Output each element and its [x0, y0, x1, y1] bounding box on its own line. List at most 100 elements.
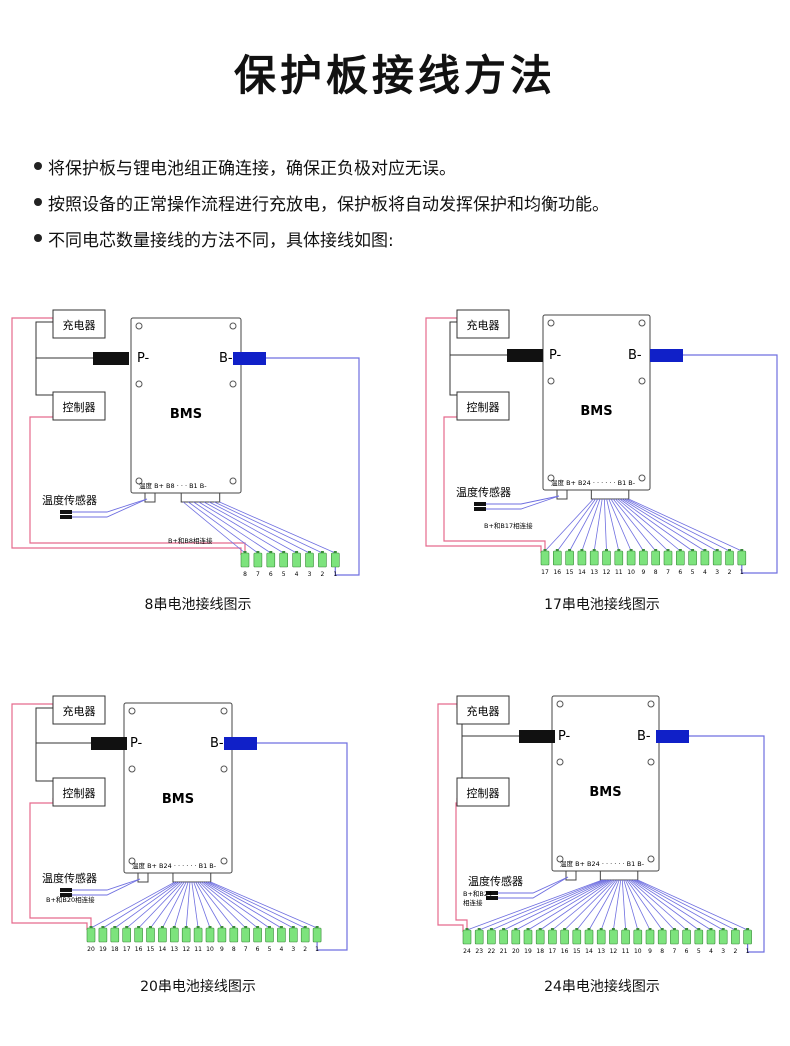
- balance-wire: [195, 881, 223, 929]
- mounting-hole-icon: [647, 758, 655, 766]
- balance-wire: [569, 498, 599, 552]
- battery-cell-terminal-icon: [89, 926, 93, 928]
- battery-cell: [670, 929, 679, 945]
- mounting-hole-icon: [556, 758, 564, 766]
- balance-wire: [191, 881, 199, 929]
- temp-sensor-probe-icon: [486, 891, 498, 895]
- temp-sensor-label: 温度传感器: [42, 871, 97, 885]
- balance-wire: [588, 879, 619, 931]
- cell-number: 5: [697, 948, 701, 955]
- cell-number: 20: [512, 948, 520, 955]
- balance-wire: [198, 501, 284, 554]
- battery-cell-terminal-icon: [697, 928, 701, 930]
- bms-board: [123, 702, 233, 874]
- battery-cell-terminal-icon: [208, 926, 212, 928]
- balance-wire: [626, 498, 730, 552]
- cell-number: 8: [232, 946, 236, 953]
- battery-cell: [688, 550, 697, 566]
- balance-wire: [539, 879, 612, 931]
- battery-cell: [645, 929, 655, 945]
- temp-connector: [144, 492, 156, 503]
- blue-b-minus-wire: [680, 354, 778, 574]
- cell-number: 15: [566, 569, 574, 576]
- balance-wire: [208, 881, 306, 929]
- port-label: 温度 B+ B8 · · · B1 B-: [139, 481, 207, 490]
- balance-wire: [613, 879, 622, 931]
- mounting-hole-icon: [556, 700, 564, 708]
- cell-number: 5: [691, 569, 695, 576]
- battery-cell: [217, 927, 227, 943]
- balance-wire: [610, 498, 644, 552]
- bms-label: BMS: [170, 407, 202, 422]
- mounting-hole-icon: [638, 319, 646, 327]
- cell-number: 5: [268, 946, 272, 953]
- battery-cell: [330, 552, 340, 568]
- temp-sensor-probe-icon: [486, 896, 498, 900]
- b-minus-label: B-: [210, 736, 224, 751]
- battery-cell: [540, 550, 550, 566]
- battery-cell-terminal-icon: [184, 926, 188, 928]
- black-p-wire: [449, 321, 507, 356]
- temp-sensor-wire: [70, 498, 148, 513]
- balance-wire: [185, 881, 191, 929]
- battery-cell: [241, 927, 250, 943]
- battery-cell: [682, 929, 691, 945]
- instruction-text: 不同电芯数量接线的方法不同，具体接线如图:: [48, 230, 394, 251]
- cell-number: 2: [303, 946, 307, 953]
- black-controller-wire: [457, 736, 463, 782]
- battery-cell: [487, 929, 496, 945]
- balance-wire: [126, 881, 181, 929]
- cell-number: 16: [561, 948, 569, 955]
- balance-wire: [188, 501, 259, 554]
- battery-cell-terminal-icon: [685, 928, 689, 930]
- bms-label: BMS: [162, 792, 194, 807]
- battery-cell: [523, 929, 533, 945]
- battery-cell: [253, 552, 263, 568]
- battery-cell-terminal-icon: [149, 926, 152, 928]
- balance-wire: [466, 879, 603, 931]
- battery-cell: [694, 929, 704, 945]
- battery-cell: [553, 550, 562, 566]
- battery-cell: [626, 550, 636, 566]
- cell-number: 8: [654, 569, 658, 576]
- battery-cell-terminal-icon: [555, 549, 559, 551]
- battery-cell: [300, 927, 310, 943]
- battery-cell-terminal-icon: [641, 549, 645, 551]
- balance-wire: [193, 501, 272, 554]
- battery-cell: [621, 929, 630, 945]
- mounting-hole-icon: [647, 700, 655, 708]
- cell-number: 1: [333, 571, 337, 578]
- controller-label: 控制器: [467, 400, 500, 414]
- battery-cell-terminal-icon: [580, 549, 584, 551]
- balance-wire: [621, 879, 626, 931]
- battery-cell: [265, 927, 274, 943]
- mounting-hole-icon: [220, 707, 228, 715]
- charger-box: [456, 309, 510, 339]
- battery-cell-terminal-icon: [303, 926, 307, 928]
- temp-sensor-label: 温度传感器: [456, 485, 511, 499]
- cell-number: 14: [159, 946, 167, 953]
- balance-wire: [114, 881, 179, 929]
- battery-cell-terminal-icon: [465, 928, 469, 930]
- blue-b-minus-wire: [254, 742, 348, 951]
- balance-wire: [564, 879, 615, 931]
- battery-cell-terminal-icon: [636, 928, 640, 930]
- cell-number: 4: [295, 571, 299, 578]
- cell-number: 13: [590, 569, 598, 576]
- balance-wire: [624, 498, 718, 552]
- battery-cell-terminal-icon: [709, 928, 713, 930]
- battery-cell: [663, 550, 673, 566]
- mounting-hole-icon: [229, 477, 237, 485]
- balance-wire: [635, 879, 736, 931]
- battery-cell: [146, 927, 155, 943]
- cell-number: 9: [641, 569, 645, 576]
- mounting-hole-icon: [220, 765, 228, 773]
- battery-cell: [548, 929, 557, 945]
- charger-box: [52, 695, 106, 725]
- battery-cell: [609, 929, 618, 945]
- cell-number: 15: [573, 948, 581, 955]
- cell-number: 16: [553, 569, 561, 576]
